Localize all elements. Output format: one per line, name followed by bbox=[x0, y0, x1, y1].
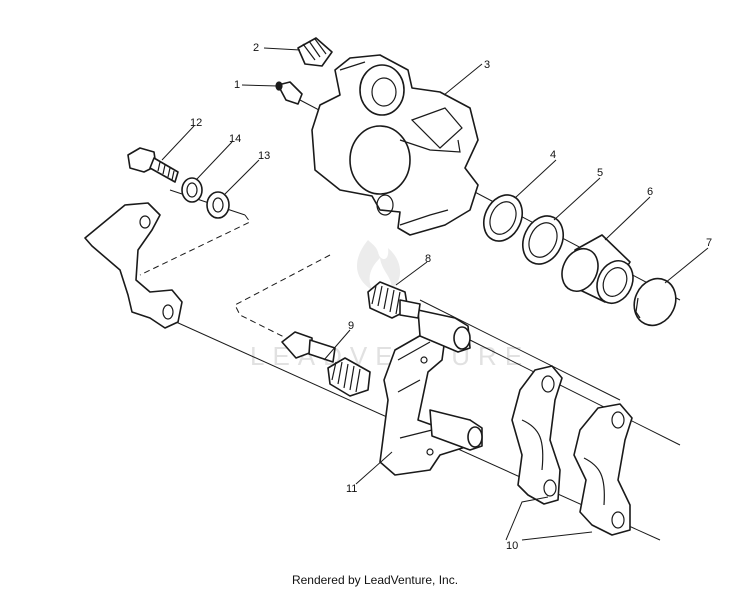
footer-credit: Rendered by LeadVenture, Inc. bbox=[291, 573, 459, 587]
callout-14: 14 bbox=[229, 133, 241, 145]
callout-3: 3 bbox=[484, 59, 490, 71]
bolt bbox=[127, 147, 179, 183]
callout-2: 2 bbox=[253, 42, 259, 54]
callout-13: 13 bbox=[258, 150, 270, 162]
callout-6: 6 bbox=[647, 186, 653, 198]
flat-washer bbox=[206, 191, 230, 219]
leader-lines bbox=[161, 47, 709, 541]
caliper-bracket bbox=[379, 309, 483, 476]
piston-seal bbox=[482, 194, 524, 242]
piston-cap bbox=[633, 277, 677, 327]
dust-seal bbox=[521, 215, 565, 265]
spring-upper bbox=[367, 281, 421, 319]
callout-7: 7 bbox=[706, 237, 712, 249]
callout-5: 5 bbox=[597, 167, 603, 179]
lock-washer bbox=[181, 177, 203, 203]
caliper-body bbox=[311, 54, 479, 236]
callout-4: 4 bbox=[550, 149, 556, 161]
callout-labels: 1 2 3 4 5 6 7 8 9 10 11 12 13 14 bbox=[190, 42, 712, 552]
callout-12: 12 bbox=[190, 117, 202, 129]
callout-10: 10 bbox=[506, 540, 518, 552]
piston bbox=[561, 234, 634, 304]
brake-pad-inner bbox=[511, 365, 563, 505]
brake-pad-outer bbox=[573, 403, 633, 536]
bleeder-screw bbox=[275, 81, 303, 105]
guide-pin-with-spring bbox=[281, 331, 371, 397]
banjo-fitting bbox=[297, 37, 333, 67]
callout-11: 11 bbox=[346, 483, 357, 495]
mounting-arm bbox=[84, 202, 183, 329]
callout-8: 8 bbox=[425, 253, 431, 265]
callout-9: 9 bbox=[348, 320, 354, 332]
callout-1: 1 bbox=[234, 79, 240, 91]
